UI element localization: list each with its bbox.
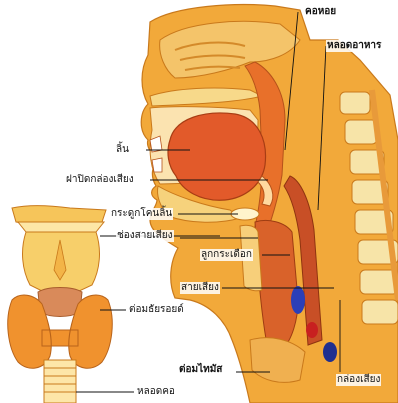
label-larynx: กล่องเสียง: [336, 374, 381, 386]
label-trachea: หลอดคอ: [136, 386, 176, 398]
vein-blue-2: [323, 342, 337, 362]
artery-red: [306, 322, 318, 338]
label-thymus: ต่อมไทมัส: [178, 364, 223, 376]
front-hyoid: [18, 222, 104, 232]
label-tongue: ลิ้น: [116, 144, 129, 156]
label-pharynx: คอหอย: [304, 6, 337, 18]
label-hyoid: กระดูกโคนลิ้น: [110, 208, 173, 220]
label-glottis: ช่องสายเสียง: [116, 230, 174, 242]
label-thyroid: ต่อมธัยรอยด์: [128, 304, 185, 316]
label-arytenoid: ลูกกระเดือก: [200, 249, 253, 261]
label-esophagus: หลอดอาหาร: [326, 40, 382, 52]
label-epiglottis: ฝาปิดกล่องเสียง: [66, 174, 134, 186]
vein-blue: [291, 286, 305, 314]
front-trachea: [44, 360, 76, 403]
label-vocal-cords: สายเสียง: [180, 282, 220, 294]
